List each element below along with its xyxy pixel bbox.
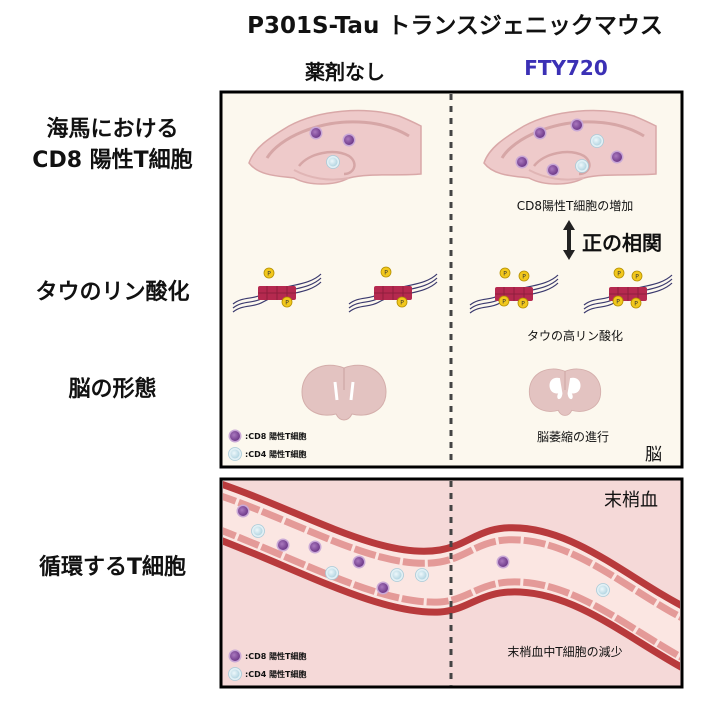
legend-cd8-icon [228, 429, 242, 443]
double-arrow-icon [563, 220, 575, 260]
brain-section-atrophy [528, 368, 602, 416]
annotation-blood-decrease: 末梢血中T細胞の減少 [507, 645, 623, 659]
column-header-control: 薬剤なし [305, 60, 385, 84]
annotation-cd8-increase: CD8陽性T細胞の増加 [516, 199, 634, 213]
cd4-cell [325, 566, 339, 580]
cd8-cell [376, 581, 390, 595]
cd8-cell [309, 126, 323, 140]
blood-vessel [223, 481, 680, 671]
row-label-hippocampus-1: 海馬における [46, 117, 179, 142]
row-label-tau: タウのリン酸化 [35, 280, 190, 305]
cd4-cell [590, 134, 604, 148]
legend-cd4-label-blood: :CD4 陽性T細胞 [245, 670, 307, 679]
cd4-cell [596, 583, 610, 597]
cd8-cell [352, 555, 366, 569]
legend-cd4-label: :CD4 陽性T細胞 [245, 450, 307, 459]
cd4-cell [575, 159, 589, 173]
cd4-cell [390, 568, 404, 582]
cd8-cell [515, 155, 529, 169]
legend-cd4-icon [228, 667, 242, 681]
legend-cd4-icon [228, 447, 242, 461]
panel-label-brain: 脳 [645, 445, 662, 465]
annotation-atrophy: 脳萎縮の進行 [536, 430, 609, 444]
cd8-cell [308, 540, 322, 554]
annotation-tau-hyper: タウの高リン酸化 [526, 329, 623, 343]
cd8-cell [546, 163, 560, 177]
row-label-hippocampus-2: CD8 陽性T細胞 [32, 148, 193, 173]
cd8-cell [610, 150, 624, 164]
panel-label-blood: 末梢血 [604, 490, 658, 511]
cd8-cell [570, 118, 584, 132]
cd4-cell [251, 524, 265, 538]
legend-cd8-label: :CD8 陽性T細胞 [245, 432, 307, 441]
cd8-cell [236, 504, 250, 518]
cd4-cell [415, 568, 429, 582]
brain-section-control [301, 364, 387, 421]
cd8-cell [533, 126, 547, 140]
row-label-brain: 脳の形態 [68, 377, 157, 402]
annotation-correlation: 正の相関 [582, 231, 662, 255]
figure-title: P301S-Tau トランスジェニックマウス [247, 13, 663, 39]
column-header-fty720: FTY720 [524, 56, 608, 80]
cd4-cell [326, 155, 340, 169]
legend-cd8-icon [228, 649, 242, 663]
row-label-blood: 循環するT細胞 [38, 555, 186, 580]
cd8-cell [276, 538, 290, 552]
cd8-cell [342, 133, 356, 147]
legend-cd8-label-blood: :CD8 陽性T細胞 [245, 652, 307, 661]
cd8-cell [496, 555, 510, 569]
